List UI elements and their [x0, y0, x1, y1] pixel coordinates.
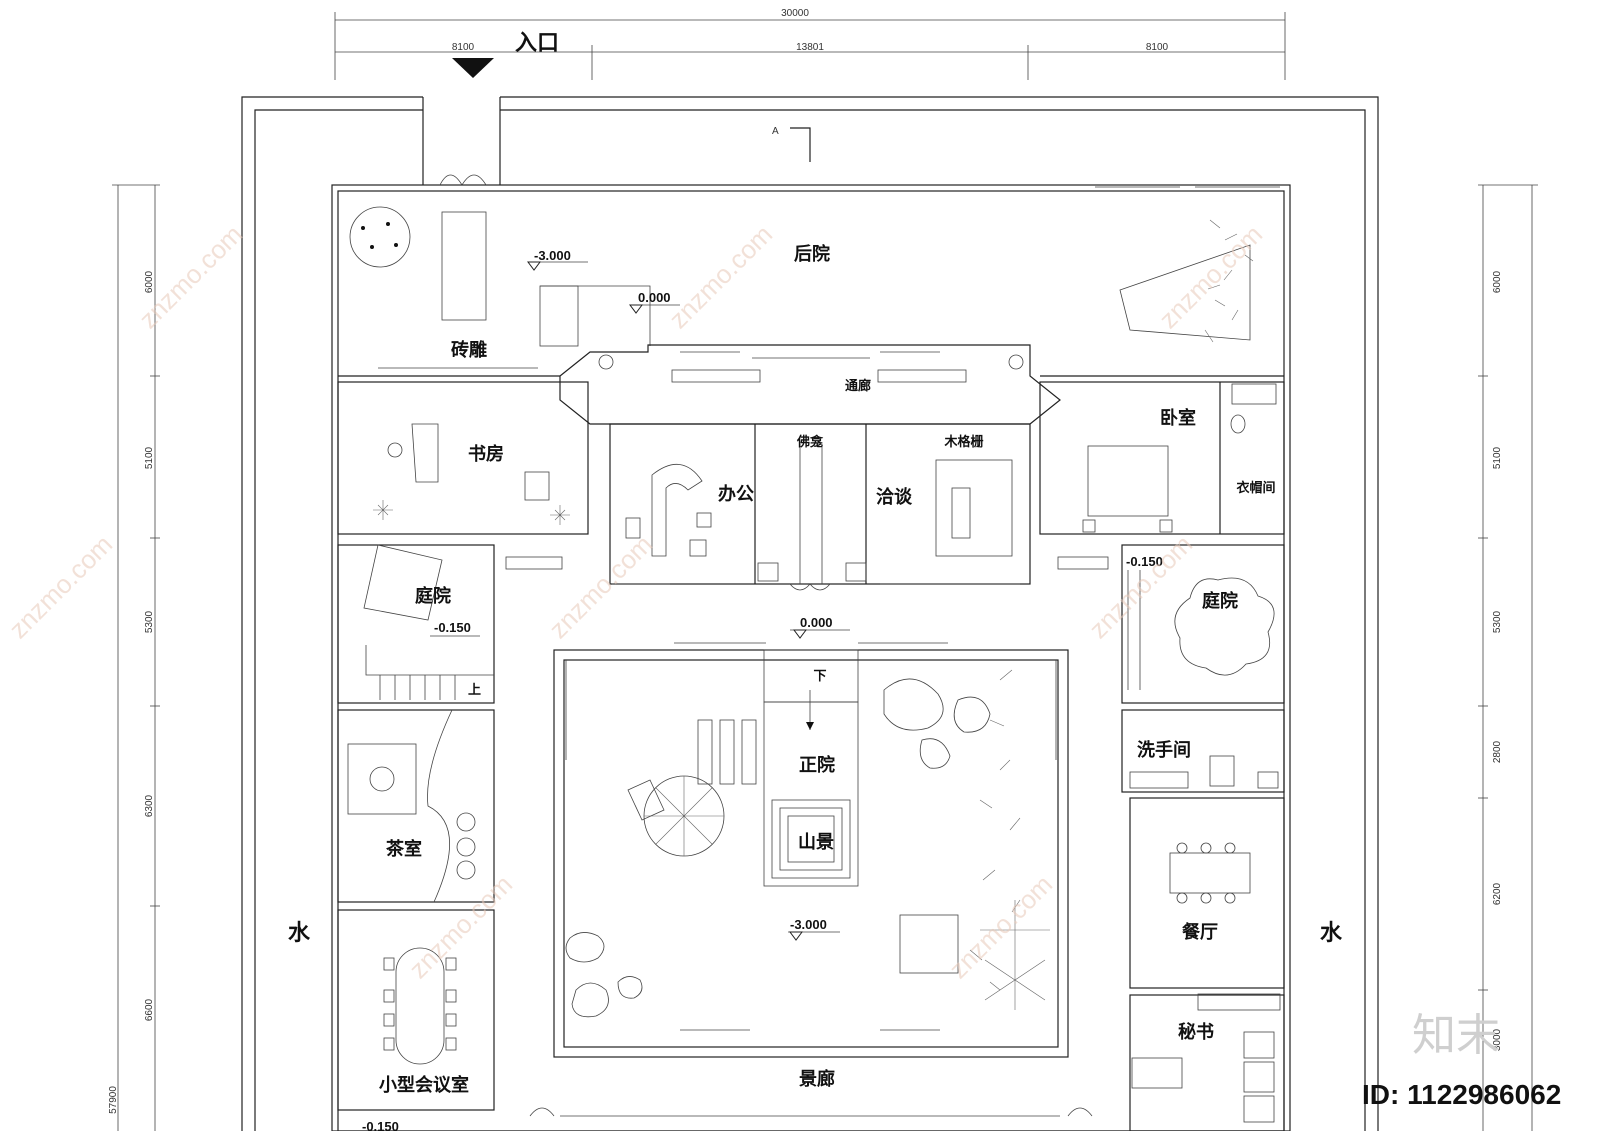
section-mark-label: A	[772, 126, 779, 137]
study-room: 书房	[337, 381, 589, 535]
entrance-marker: 入口	[452, 31, 559, 78]
dim-side-3: 6300	[144, 794, 155, 817]
label-scenic-corridor: 景廊	[799, 1068, 835, 1090]
dim-right: 8100	[1146, 42, 1169, 53]
outer-boundary	[241, 96, 1379, 1131]
level-main-yard: -3.000	[790, 917, 827, 932]
label-meeting: 洽谈	[876, 486, 913, 508]
watermark-7: znzmo.com	[403, 869, 518, 984]
dim-side-right-0: 6000	[1492, 270, 1503, 293]
level-courtyard-left: -0.150	[434, 620, 471, 635]
label-water-left: 水	[288, 921, 311, 946]
main-courtyard: 正院 山景 下 -3.000	[553, 642, 1069, 1058]
label-lattice: 木格栅	[943, 434, 983, 449]
back-yard: 后院 砖雕 -3.000 0.000	[338, 186, 1284, 377]
washroom: 洗手间	[1121, 709, 1285, 793]
label-brick-carving: 砖雕	[451, 339, 487, 361]
right-courtyard: 庭院 -0.150	[1057, 544, 1285, 704]
label-shrine: 佛龛	[796, 434, 824, 449]
label-office: 办公	[718, 483, 754, 505]
dim-side-4: 6600	[144, 998, 155, 1021]
plant-icon	[373, 500, 570, 525]
image-id: ID: 1122986062	[1362, 1079, 1561, 1110]
corridor: 通廊	[559, 344, 1061, 425]
label-corridor: 通廊	[845, 378, 871, 393]
logo: 知末	[1412, 1010, 1500, 1061]
label-down: 下	[813, 668, 826, 683]
scenic-corridor: 景廊 -0.150	[362, 1068, 1093, 1131]
watermarks: znzmo.com znzmo.com znzmo.com znzmo.com …	[3, 219, 1268, 984]
dim-side-right-5: 3000	[1492, 1028, 1503, 1051]
level-corridor-step: 0.000	[638, 290, 671, 305]
tea-room: 茶室	[337, 709, 495, 903]
secretary-room: 秘书	[1129, 993, 1285, 1131]
dim-side-right-4: 6200	[1492, 882, 1503, 905]
label-up: 上	[468, 682, 481, 697]
label-water-right: 水	[1320, 921, 1343, 946]
bedroom-area: 卧室 衣帽间	[1039, 381, 1285, 535]
label-secretary: 秘书	[1178, 1021, 1214, 1043]
label-washroom: 洗手间	[1137, 739, 1191, 761]
dining-room: 餐厅	[1129, 797, 1285, 989]
right-dimension: 6000 5100 5300 2800 6200 3000	[1478, 184, 1538, 1131]
dim-side-total: 57900	[108, 1086, 119, 1114]
rock-icon	[565, 932, 643, 1018]
label-small-meeting: 小型会议室	[379, 1074, 469, 1096]
umbrella-icon	[643, 775, 725, 857]
label-study: 书房	[468, 443, 504, 465]
section-mark: A	[772, 126, 811, 162]
dim-side-right-3: 2800	[1492, 740, 1503, 763]
top-dimension: 30000 8100 13801 8100	[334, 8, 1286, 80]
dim-side-1: 5100	[144, 446, 155, 469]
watermark-5: znzmo.com	[543, 529, 658, 644]
label-dining: 餐厅	[1181, 921, 1218, 943]
label-wardrobe: 衣帽间	[1236, 480, 1275, 495]
dim-left: 8100	[452, 42, 475, 53]
dim-middle: 13801	[796, 42, 824, 53]
watermark-2: znzmo.com	[663, 219, 778, 334]
label-courtyard-left: 庭院	[415, 585, 451, 607]
label-bedroom: 卧室	[1160, 407, 1196, 429]
center-block: 办公 佛龛 木格栅 洽谈	[609, 423, 1031, 585]
left-courtyard: 庭院 -0.150 上	[337, 544, 563, 704]
label-back-yard: 后院	[794, 243, 830, 265]
rockery-garden-icon	[883, 669, 1050, 1010]
dim-side-right-1: 5100	[1492, 446, 1503, 469]
bamboo-plant-icon	[1204, 219, 1254, 343]
left-dimension: 6000 5100 5300 6300 6600 57900	[108, 184, 160, 1131]
level-back-yard: -3.000	[534, 248, 571, 263]
dim-side-2: 5300	[144, 610, 155, 633]
watermark-4: znzmo.com	[3, 529, 118, 644]
label-rockery: 山景	[798, 832, 834, 853]
watermark-6: znzmo.com	[1083, 529, 1198, 644]
dim-side-0: 6000	[144, 270, 155, 293]
entrance-label: 入口	[515, 31, 559, 56]
level-courtyard-right: -0.150	[1126, 554, 1163, 569]
label-tea-room: 茶室	[386, 838, 422, 860]
label-courtyard-right: 庭院	[1202, 590, 1238, 612]
dim-side-right-2: 5300	[1492, 610, 1503, 633]
level-bottom-left: -0.150	[362, 1119, 399, 1131]
main-entry: 0.000	[789, 583, 850, 639]
label-main-yard: 正院	[799, 754, 835, 776]
watermark-3: znzmo.com	[1153, 219, 1268, 334]
level-main-entry: 0.000	[800, 615, 833, 630]
small-meeting-room: 小型会议室	[337, 909, 495, 1111]
watermark-8: znzmo.com	[943, 869, 1058, 984]
dim-total: 30000	[781, 8, 809, 19]
